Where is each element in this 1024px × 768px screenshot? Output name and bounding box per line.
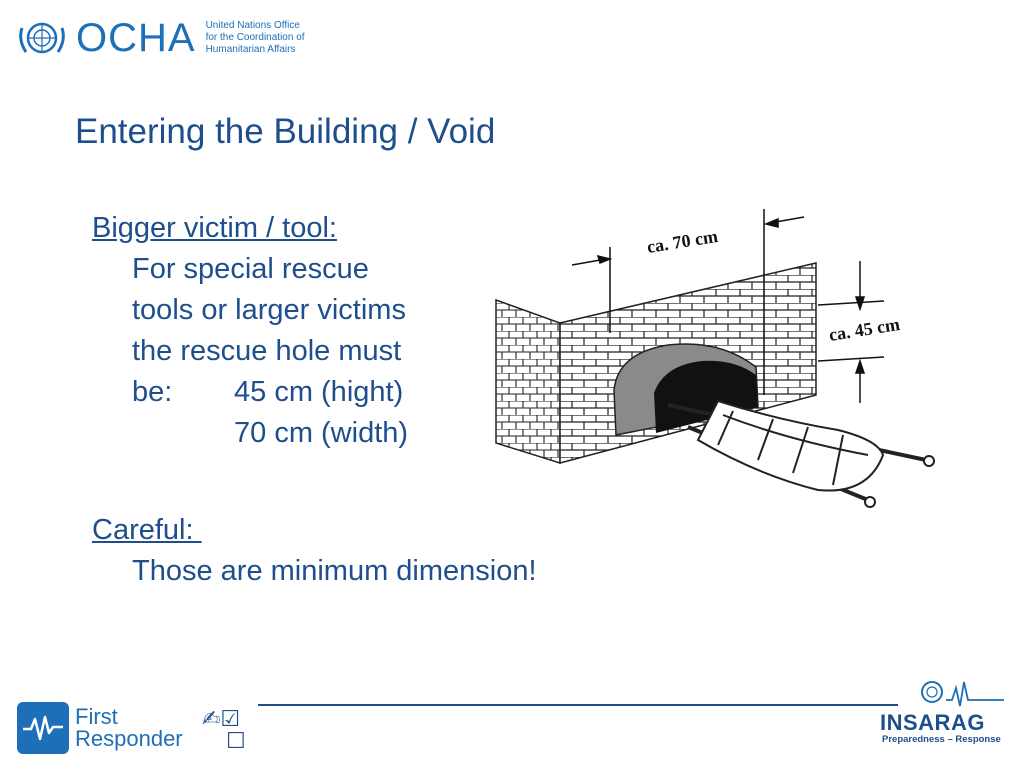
section2-heading: Careful: [92, 514, 202, 546]
checked-box-icon: ✍☑ [202, 706, 241, 731]
ocha-logo: OCHA United Nations Office for the Coord… [16, 14, 305, 62]
height-value: 45 cm (hight) [234, 376, 404, 408]
side-wall [495, 298, 561, 465]
first-responder-logo: First Responder ✍☑ ☐ [17, 702, 246, 754]
stretcher [667, 399, 935, 508]
heartbeat-icon [17, 702, 69, 754]
rescue-hole-illustration: ca. 70 cm ca. 45 cm [495, 209, 935, 508]
section1-heading: Bigger victim / tool: [92, 212, 337, 244]
checklist-icon: ✍☑ ☐ [202, 708, 246, 752]
dimension-lines [571, 209, 885, 403]
ocha-wordmark: OCHA [76, 16, 196, 60]
footer-divider [258, 704, 898, 706]
section1-width-row: 70 cm (width) [92, 413, 408, 454]
first-responder-line: First [75, 704, 118, 729]
ocha-subtitle-line: United Nations Office [205, 20, 300, 31]
empty-box-icon: ☐ [226, 728, 246, 753]
be-label: be: [132, 376, 173, 408]
section-careful: Careful: Those are minimum dimension! [92, 510, 537, 592]
section1-line: For special rescue [132, 253, 369, 285]
label-height: ca. 45 cm [827, 314, 901, 345]
first-responder-line: Responder [75, 726, 183, 751]
section1-line: tools or larger victims [132, 294, 406, 326]
section2-text: Those are minimum dimension! [132, 555, 537, 587]
slide-title: Entering the Building / Void [75, 112, 496, 151]
section1-line: the rescue hole must [132, 335, 402, 367]
insarag-wordmark: INSARAG [880, 710, 985, 735]
insarag-emblem-icon [921, 681, 1004, 707]
insarag-logo: INSARAG Preparedness – Response [880, 678, 1008, 748]
un-emblem-icon [19, 22, 65, 54]
insarag-tagline: Preparedness – Response [882, 734, 1001, 745]
first-responder-text: First Responder [75, 706, 183, 750]
section-bigger-victim: Bigger victim / tool: For special rescue… [92, 208, 408, 454]
width-value: 70 cm (width) [234, 417, 409, 449]
ocha-subtitle-line: for the Coordination of [205, 32, 305, 43]
ocha-subtitle-line: Humanitarian Affairs [205, 44, 296, 55]
hole-opening [654, 360, 758, 433]
label-width: ca. 70 cm [645, 226, 719, 257]
pulse-icon [23, 715, 63, 741]
section1-dimensions: be: 45 cm (hight) [92, 372, 408, 413]
ocha-subtitle: United Nations Office for the Coordinati… [206, 20, 305, 56]
